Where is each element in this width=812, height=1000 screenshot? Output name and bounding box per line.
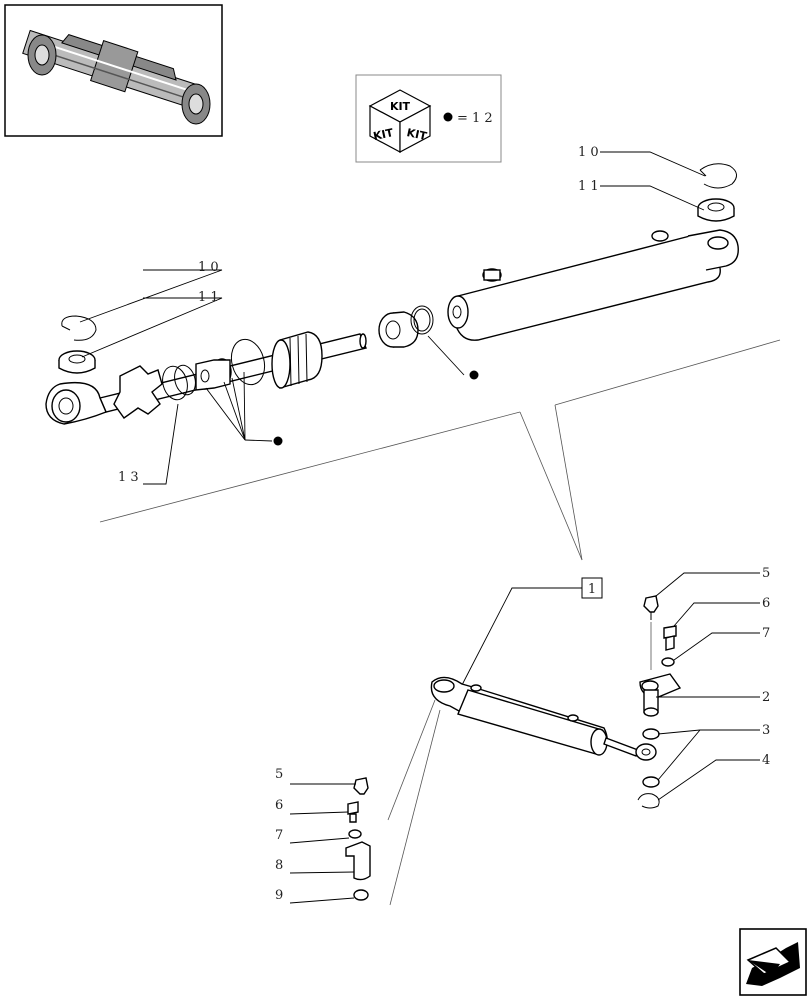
top-leaders [79, 151, 706, 485]
callout-right-3: 3 [762, 723, 770, 738]
callout-left-9: 9 [275, 888, 283, 903]
callout-right-4: 4 [762, 753, 770, 768]
next-page-button[interactable] [739, 928, 807, 996]
kit-bullet-icon [273, 436, 283, 446]
callout-left-bushing: 1 1 [198, 290, 219, 305]
callout-right-7: 7 [762, 626, 770, 641]
callout-right-ring: 1 0 [578, 145, 599, 160]
callout-left-ring: 1 0 [198, 260, 219, 275]
kit-right-text: KIT [406, 126, 429, 143]
axle-thumbnail [4, 4, 223, 137]
callout-right-5: 5 [762, 566, 770, 581]
assembly-ref-label: 1 [588, 582, 596, 597]
kit-left-text: KIT [372, 126, 395, 143]
exploded-view-outline [99, 339, 781, 906]
exploded-cylinder [45, 163, 739, 446]
kit-bullet-icon [469, 370, 479, 380]
kit-bullet-icon [443, 112, 453, 122]
kit-legend: KIT KIT KIT = 1 2 [355, 74, 502, 163]
callout-right-6: 6 [762, 596, 770, 611]
callout-right-2: 2 [762, 690, 770, 705]
left-leaders [289, 783, 356, 904]
callout-left-5: 5 [275, 767, 283, 782]
kit-legend-text: = 1 2 [457, 111, 493, 126]
callout-lock-ring: 1 3 [118, 470, 139, 485]
assembled-cylinder [345, 595, 682, 901]
callout-left-7: 7 [275, 828, 283, 843]
callout-left-6: 6 [275, 798, 283, 813]
right-leaders [655, 572, 760, 801]
arrow-icon [746, 942, 800, 986]
assembly-ref-box: 1 [461, 577, 603, 686]
kit-top-text: KIT [390, 100, 411, 113]
callout-left-8: 8 [275, 858, 283, 873]
callout-right-bushing: 1 1 [578, 179, 599, 194]
